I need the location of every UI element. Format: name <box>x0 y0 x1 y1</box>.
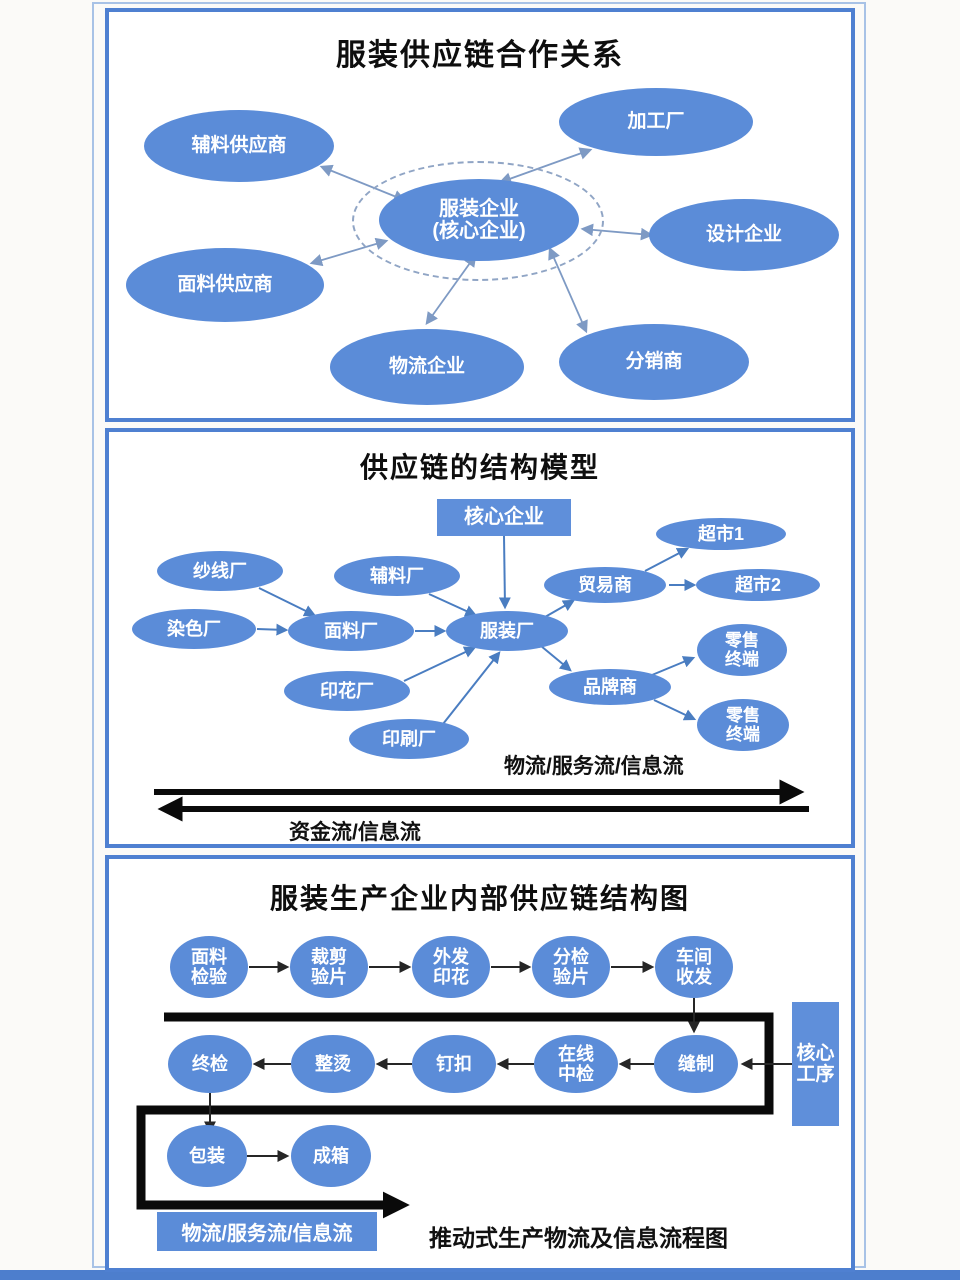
node-label: 成箱 <box>313 1145 349 1166</box>
node-core-enterprise: 服装企业 (核心企业) <box>379 179 579 261</box>
panel3-title: 服装生产企业内部供应链结构图 <box>269 883 690 914</box>
node-label: 终检 <box>192 1053 228 1074</box>
panel-cooperation-diagram: 服装供应链合作关系 服装企业 (核心企业) 辅料供应商 加工厂 设计企业 面料供… <box>105 8 855 422</box>
node-label: 零售 终端 <box>726 705 760 744</box>
node-label: 外发 印花 <box>433 946 469 987</box>
node-workshop-dispatch: 车间 收发 <box>655 936 733 998</box>
node-design-company: 设计企业 <box>649 199 839 271</box>
node-brand-dealer: 品牌商 <box>549 669 671 705</box>
arrow-garment-to-brand <box>540 645 572 672</box>
node-core-enterprise-label: 服装企业 (核心企业) <box>432 197 526 242</box>
node-fabric-supplier: 面料供应商 <box>126 248 324 322</box>
arrow-accessory-to-garment <box>428 593 478 617</box>
node-core-enterprise-rect: 核心企业 <box>437 499 571 536</box>
node-label: 面料厂 <box>324 620 378 641</box>
node-label: 服装厂 <box>480 620 534 641</box>
node-label: 染色厂 <box>167 618 221 639</box>
core-process-box: 核心 工序 <box>792 1002 839 1126</box>
node-label: 超市2 <box>734 574 781 595</box>
panel1-title: 服装供应链合作关系 <box>336 39 624 72</box>
node-label: 零售 终端 <box>725 630 759 669</box>
node-label: 超市1 <box>697 523 744 544</box>
node-print-shop: 印刷厂 <box>349 719 469 759</box>
node-label: 包装 <box>189 1145 225 1166</box>
node-label: 加工厂 <box>627 111 685 133</box>
node-label: 贸易商 <box>578 574 632 595</box>
arrow-yarn-to-fabric <box>258 587 317 617</box>
node-label: 核心企业 <box>464 506 544 529</box>
node-fabric-inspection: 面料 检验 <box>170 936 248 998</box>
node-label: 分检 验片 <box>553 946 589 987</box>
node-label: 物流企业 <box>388 356 465 378</box>
node-logistics-company: 物流企业 <box>330 329 524 405</box>
supply-chain-arrows <box>256 535 697 725</box>
node-yarn-mill: 纱线厂 <box>157 551 283 591</box>
node-accessory-supplier: 辅料供应商 <box>144 110 334 182</box>
node-ironing: 整烫 <box>291 1035 375 1093</box>
node-retail-terminal-1: 零售 终端 <box>697 624 787 676</box>
node-label: 核心 工序 <box>796 1042 835 1085</box>
node-packing: 包装 <box>167 1125 247 1187</box>
node-sorting-inspection: 分检 验片 <box>532 936 610 998</box>
push-flow-thick-path <box>136 1012 774 1219</box>
node-flower-print-mill: 印花厂 <box>284 671 410 711</box>
node-trader: 贸易商 <box>544 567 666 603</box>
node-label: 裁剪 验片 <box>311 946 347 987</box>
node-label: 品牌商 <box>583 676 637 697</box>
node-dyeing-mill: 染色厂 <box>132 609 256 649</box>
node-supermarket-1: 超市1 <box>656 518 786 550</box>
page-bottom-bar <box>0 1270 960 1280</box>
node-outsourced-printing: 外发 印花 <box>412 936 490 998</box>
node-label: 整烫 <box>315 1053 351 1074</box>
arrow-brand-to-retail2 <box>653 699 697 721</box>
node-supermarket-2: 超市2 <box>696 569 820 601</box>
arrow-brand-to-retail1 <box>651 656 696 676</box>
flow-backward-label: 资金流/信息流 <box>289 821 421 844</box>
arrow-printshop-to-garment <box>442 651 501 725</box>
node-label: 辅料供应商 <box>191 135 287 157</box>
node-label: 钉扣 <box>436 1053 472 1074</box>
node-final-inspection: 终检 <box>168 1035 252 1093</box>
arrow-garment-to-trader <box>544 599 576 618</box>
node-cutting-inspection: 裁剪 验片 <box>290 936 368 998</box>
node-label: 在线 中检 <box>558 1043 594 1084</box>
node-cartoning: 成箱 <box>291 1125 371 1187</box>
node-sewing: 缝制 <box>654 1035 738 1093</box>
panel-internal-supply-chain: 服装生产企业内部供应链结构图 面料 检验 <box>105 855 855 1272</box>
node-processing-plant: 加工厂 <box>559 88 753 156</box>
arrow-core-to-garment <box>498 535 511 610</box>
node-button-attaching: 钉扣 <box>412 1035 496 1093</box>
node-label: 印花厂 <box>320 680 374 701</box>
node-distributor: 分销商 <box>559 324 749 400</box>
flow-label-box: 物流/服务流/信息流 <box>157 1212 377 1251</box>
node-label: 设计企业 <box>705 224 782 246</box>
arrow-printmill-to-garment <box>403 646 477 682</box>
push-flow-caption: 推动式生产物流及信息流程图 <box>429 1225 728 1251</box>
node-label: 车间 收发 <box>676 946 712 987</box>
node-garment-factory: 服装厂 <box>446 611 568 651</box>
node-accessory-mill: 辅料厂 <box>334 556 460 596</box>
core-dashed-ring <box>352 161 604 281</box>
panel-structure-model: 供应链的结构模型 <box>105 428 855 848</box>
node-label: 面料供应商 <box>177 274 273 296</box>
node-inline-inspection: 在线 中检 <box>534 1035 618 1093</box>
node-label: 辅料厂 <box>370 565 424 586</box>
node-label: 缝制 <box>678 1053 714 1074</box>
node-label: 分销商 <box>625 351 683 373</box>
process-arrows <box>204 961 792 1162</box>
arrow-trader-to-supermarket1 <box>644 547 690 572</box>
panel3-connectors <box>136 961 792 1219</box>
node-fabric-mill: 面料厂 <box>288 611 414 651</box>
panel2-title: 供应链的结构模型 <box>359 452 600 483</box>
flow-forward-label: 物流/服务流/信息流 <box>504 755 684 778</box>
node-label: 纱线厂 <box>193 560 247 581</box>
node-label: 面料 检验 <box>191 946 227 987</box>
panel2-connectors <box>154 535 809 822</box>
node-label: 印刷厂 <box>382 728 436 749</box>
node-retail-terminal-2: 零售 终端 <box>697 699 789 751</box>
arrow-dyeing-to-fabric <box>256 623 289 636</box>
